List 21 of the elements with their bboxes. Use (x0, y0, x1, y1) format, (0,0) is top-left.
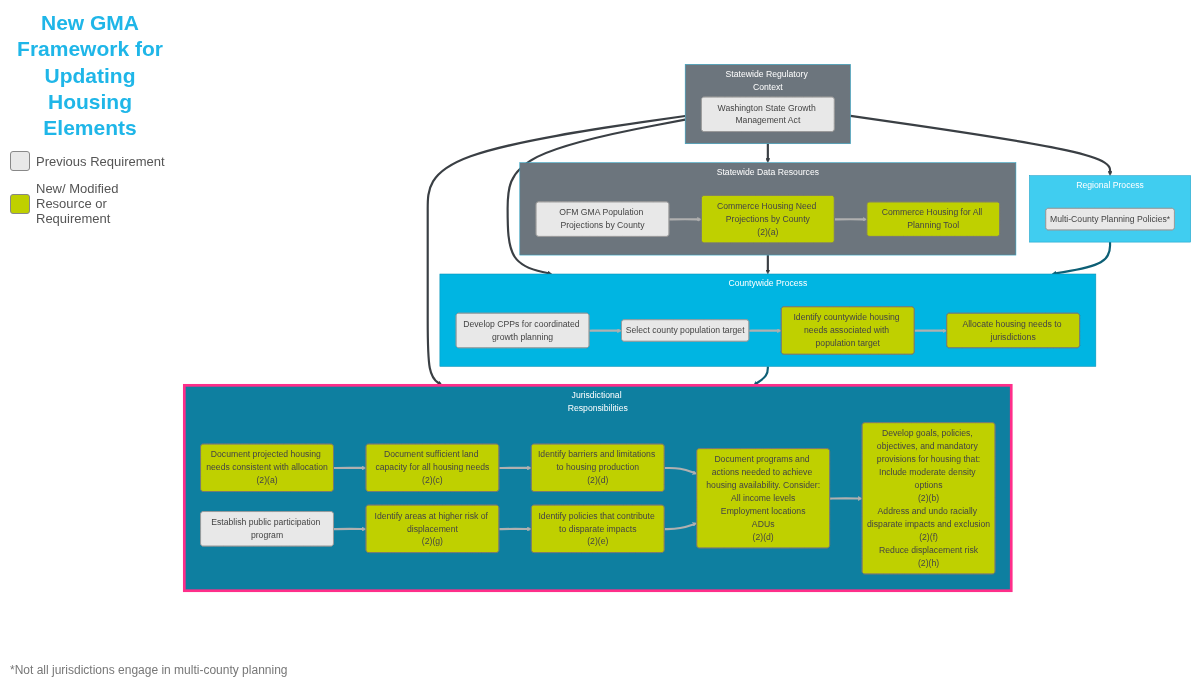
arrow (850, 114, 1113, 176)
diagram-title: New GMA Framework for Updating Housing Elements (16, 10, 164, 141)
arrow (753, 366, 769, 386)
arrow (664, 522, 698, 531)
legend-text: New/ Modified Resource or Requirement (36, 181, 120, 227)
arrow (834, 216, 868, 222)
arrow (765, 255, 771, 275)
arrow (914, 328, 948, 334)
arrow (765, 143, 771, 163)
arrow (333, 526, 367, 532)
arrow (669, 216, 702, 222)
arrow (499, 465, 532, 471)
arrow (749, 328, 782, 334)
legend-text: Previous Requirement (36, 153, 165, 169)
arrow (589, 328, 622, 334)
arrow (829, 496, 863, 501)
arrow (426, 114, 686, 386)
arrow (499, 526, 532, 532)
footnote: *Not all jurisdictions engage in multi-county planning (10, 663, 288, 677)
arrow (664, 466, 698, 475)
arrow (333, 465, 367, 471)
